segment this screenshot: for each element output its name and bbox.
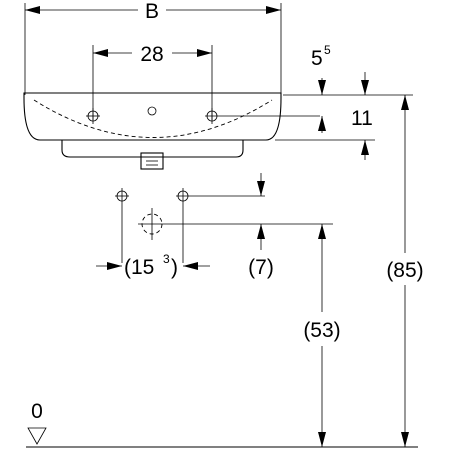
arrow-up-icon bbox=[257, 224, 265, 239]
arrow-right-icon bbox=[107, 262, 122, 270]
bowl-hidden-outline bbox=[33, 99, 273, 138]
width-label: B bbox=[145, 0, 159, 23]
supply-connection-left bbox=[115, 188, 129, 263]
rim-total-height-dimension: (85) bbox=[386, 95, 424, 447]
rim-offset-superscript: 5 bbox=[324, 43, 331, 57]
rim-total-height-label: (85) bbox=[386, 259, 423, 282]
rim-offset-label: 5 bbox=[311, 47, 323, 70]
supply-offset-label: (7) bbox=[248, 256, 274, 279]
arrow-left-icon bbox=[93, 49, 108, 57]
arrow-up-icon bbox=[361, 140, 369, 155]
arrow-down-icon bbox=[318, 432, 326, 447]
level-marker-icon bbox=[27, 427, 47, 445]
arrow-down-icon bbox=[257, 181, 265, 196]
floor-level: 0 bbox=[26, 400, 418, 448]
rim-offset-dimension: 5 5 bbox=[311, 43, 369, 95]
supply-spacing-label-close: ) bbox=[171, 256, 178, 279]
tap-hole-spacing-label: 28 bbox=[140, 43, 163, 66]
supply-offset-dimension: (7) bbox=[248, 173, 274, 279]
arrow-right-icon bbox=[197, 49, 212, 57]
width-dimension: B bbox=[24, 0, 282, 95]
arrow-right-icon bbox=[266, 6, 281, 14]
overflow-hole bbox=[147, 106, 157, 116]
arrow-down-icon bbox=[361, 80, 369, 95]
arrow-down-icon bbox=[401, 432, 409, 447]
arrow-up-icon bbox=[318, 224, 326, 239]
arrow-down-icon bbox=[318, 80, 326, 95]
tap-hole-spacing-dimension: 28 bbox=[92, 43, 213, 120]
supply-connection-right bbox=[176, 188, 265, 263]
rim-height-dimension: 11 bbox=[318, 107, 373, 160]
basin-body bbox=[23, 92, 282, 170]
waste-outlet bbox=[140, 152, 164, 170]
waste-height-label: (53) bbox=[303, 319, 340, 342]
tap-hole-right bbox=[205, 108, 320, 124]
tap-hole-left bbox=[86, 108, 100, 124]
supply-spacing-superscript: 3 bbox=[163, 252, 170, 266]
supply-spacing-dimension: (15 3 ) bbox=[96, 252, 210, 279]
arrow-left-icon bbox=[183, 262, 198, 270]
arrow-up-icon bbox=[401, 95, 409, 110]
waste-connection bbox=[138, 208, 333, 240]
rim-height-label: 11 bbox=[351, 107, 373, 130]
arrow-up-icon bbox=[318, 116, 326, 131]
floor-level-label: 0 bbox=[31, 400, 43, 423]
arrow-left-icon bbox=[25, 6, 40, 14]
supply-spacing-label-open: (15 bbox=[124, 256, 154, 279]
waste-height-dimension: (53) bbox=[303, 224, 341, 447]
